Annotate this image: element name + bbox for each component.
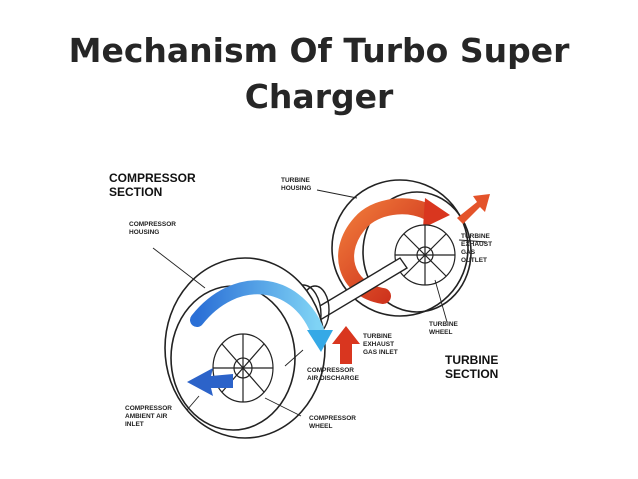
hot-gas-arrow-top	[423, 198, 450, 228]
exhaust-inlet-arrow	[332, 326, 360, 364]
label-compressor-wheel: COMPRESSOR WHEEL	[309, 415, 358, 430]
leader-lines	[152, 189, 488, 417]
compressor-wheel	[212, 333, 274, 403]
label-turbine-exhaust-outlet: TURBINE EXHAUST GAS OUTLET	[461, 233, 494, 264]
slide-title: Mechanism Of Turbo Super Charger	[0, 28, 638, 120]
ambient-air-inlet-arrow	[187, 368, 233, 396]
cold-air-flow	[190, 280, 333, 352]
turbine-wheel	[394, 224, 456, 286]
label-compressor-housing: COMPRESSOR HOUSING	[129, 221, 178, 236]
label-compressor-air-discharge: COMPRESSOR AIR DISCHARGE	[307, 367, 360, 382]
label-compressor-ambient-inlet: COMPRESSOR AMBIENT AIR INLET	[125, 405, 174, 428]
label-turbine-section: TURBINE SECTION	[445, 353, 502, 381]
exhaust-outlet-arrow	[457, 194, 490, 224]
slide-title-line-2: Charger	[244, 77, 394, 116]
slide-title-line-1: Mechanism Of Turbo Super	[68, 31, 570, 70]
label-turbine-exhaust-inlet: TURBINE EXHAUST GAS INLET	[363, 333, 398, 356]
air-discharge-arrow	[307, 330, 333, 352]
label-turbine-wheel: TURBINE WHEEL	[429, 321, 460, 336]
turbocharger-diagram: COMPRESSOR SECTION COMPRESSOR HOUSING TU…	[109, 171, 502, 439]
label-turbine-housing: TURBINE HOUSING	[281, 177, 312, 192]
label-compressor-section: COMPRESSOR SECTION	[109, 171, 199, 199]
